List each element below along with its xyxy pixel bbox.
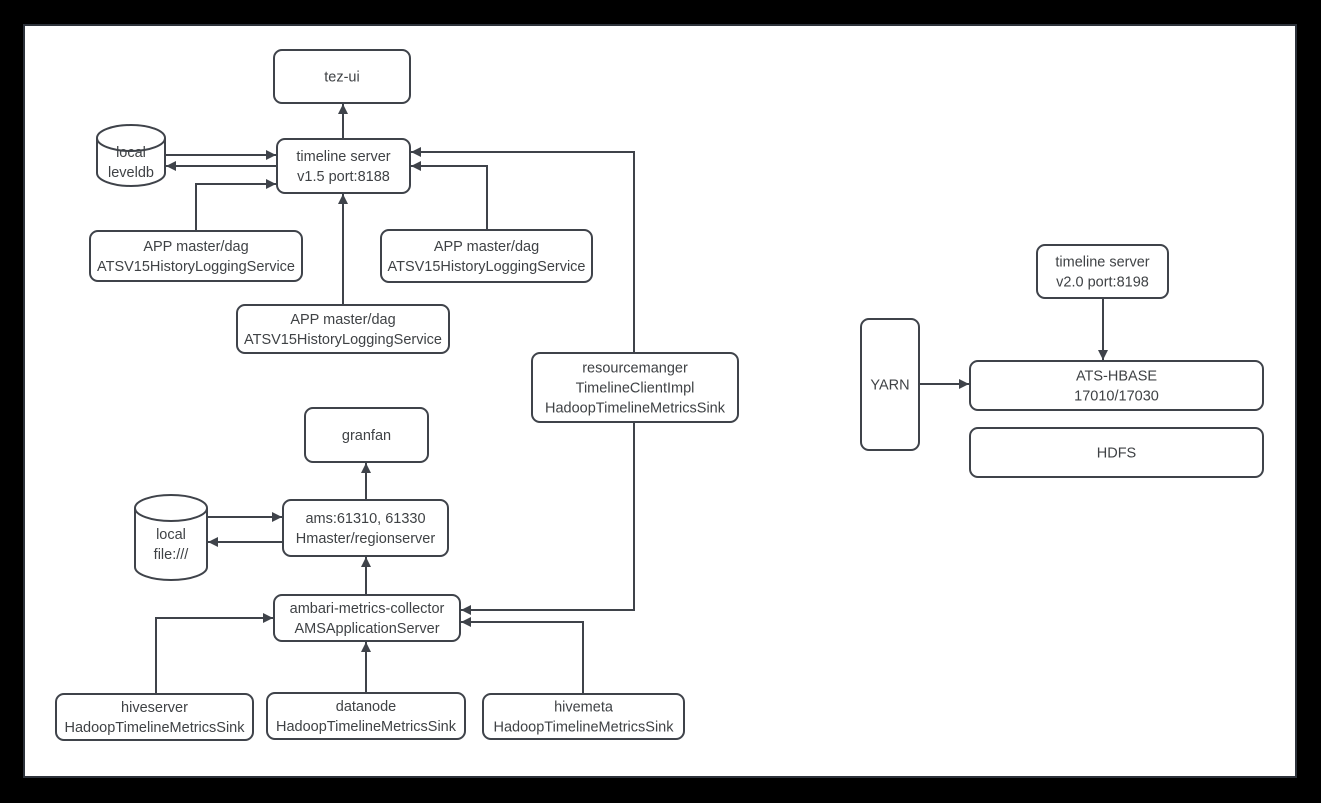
node-box [273, 594, 461, 642]
edge-app-master-right--to--timeline-server-v15 [411, 161, 488, 230]
cylinder-top [134, 494, 208, 522]
node-yarn: YARN [860, 318, 920, 451]
cylinder-body [134, 508, 208, 581]
node-tez-ui: tez-ui [273, 49, 411, 104]
node-hdfs: HDFS [969, 427, 1264, 478]
node-label-yarn: YARN [870, 378, 909, 394]
node-box [969, 360, 1264, 411]
node-box [55, 693, 254, 741]
node-box [531, 352, 739, 423]
node-box [273, 49, 411, 104]
node-box [1036, 244, 1169, 299]
node-box [282, 499, 449, 557]
node-box [89, 230, 303, 282]
node-box [266, 692, 466, 740]
node-box [860, 318, 920, 451]
node-box [969, 427, 1264, 478]
node-box [276, 138, 411, 194]
node-box [236, 304, 450, 354]
edge-resourcemanager--to--timeline-server-v15 [411, 147, 635, 353]
edge-layer [155, 104, 1108, 694]
node-granfan: granfan [304, 407, 429, 463]
cylinder-top [96, 124, 166, 152]
node-label-tez-ui: tez-ui [324, 70, 359, 86]
node-label-granfan: granfan [342, 428, 391, 444]
node-box [482, 693, 685, 740]
edge-resourcemanager--to--ambari-metrics-collector [461, 422, 635, 615]
edge-hivemeta--to--ambari-metrics-collector [461, 617, 584, 694]
edge-app-master-left--to--timeline-server-v15 [195, 179, 276, 231]
node-label-hdfs: HDFS [1097, 446, 1136, 462]
node-box [304, 407, 429, 463]
edge-hiveserver--to--ambari-metrics-collector [155, 613, 273, 694]
node-box [380, 229, 593, 283]
